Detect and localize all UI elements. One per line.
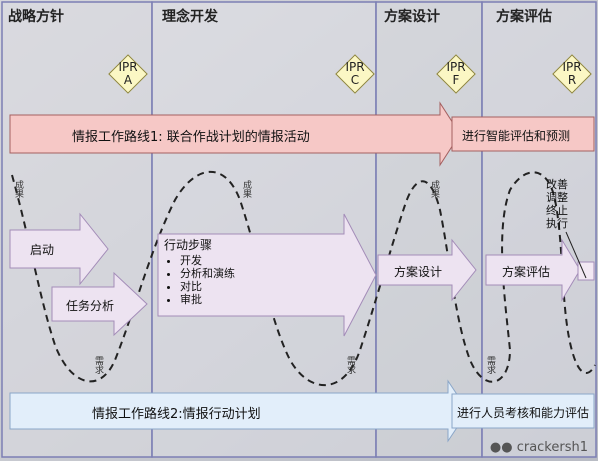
task-arrow xyxy=(51,271,148,337)
eval-end-box xyxy=(577,261,595,281)
action-items-list: 开发 分析和演练 对比 审批 xyxy=(164,254,235,306)
phase-title-concept: 理念开发 xyxy=(162,9,218,25)
action-item: 开发 xyxy=(180,254,235,267)
eval-actions: 改善 调整 终止 执行 xyxy=(546,178,586,230)
start-label: 启动 xyxy=(30,243,55,257)
line1-end-box xyxy=(451,116,595,152)
phase-title-eval: 方案评估 xyxy=(496,9,552,25)
line2-end-label: 进行人员考核和能力评估 xyxy=(457,406,590,420)
action-item: 对比 xyxy=(180,280,235,293)
ipr-marker-f: IPR F xyxy=(436,54,476,94)
action-steps: 行动步骤 开发 分析和演练 对比 审批 xyxy=(164,238,235,307)
phase-title-strategy: 战略方针 xyxy=(8,9,64,25)
decision-pointer xyxy=(565,231,587,279)
design-arrow xyxy=(377,238,477,302)
wechat-icon: ●● xyxy=(489,440,513,455)
wave-label-result: 成果 xyxy=(241,180,251,198)
wave-label-result: 成果 xyxy=(13,180,23,198)
start-arrow xyxy=(9,212,109,286)
eval-action-improve: 改善 xyxy=(546,178,568,191)
wave-label-result: 成果 xyxy=(429,180,439,198)
action-item: 审批 xyxy=(180,293,235,306)
line1-end-label: 进行智能评估和预测 xyxy=(462,129,571,143)
ipr-marker-a: IPR A xyxy=(108,54,148,94)
ipr-marker-c: IPR C xyxy=(335,54,375,94)
action-arrow xyxy=(157,213,377,337)
ipr-marker-r: IPR R xyxy=(552,54,592,94)
eval-label: 方案评估 xyxy=(502,265,551,279)
eval-action-execute: 执行 xyxy=(546,217,568,230)
task-label: 任务分析 xyxy=(66,299,115,313)
action-label: 行动步骤 xyxy=(164,238,213,252)
design-label: 方案设计 xyxy=(394,265,443,279)
dashed-wave xyxy=(11,170,596,386)
wave-label-demand: 需求 xyxy=(93,356,103,374)
phase-title-design: 方案设计 xyxy=(384,9,440,25)
line1-arrow xyxy=(9,101,461,167)
line2-end-box xyxy=(451,393,595,429)
eval-action-adjust: 调整 xyxy=(546,191,568,204)
watermark: ●● crackersh1 xyxy=(489,440,588,455)
wave-label-demand: 需求 xyxy=(485,356,495,374)
action-item: 分析和演练 xyxy=(180,267,235,280)
wave-label-demand: 需求 xyxy=(345,356,355,374)
line1-label: 情报工作路线1: 联合作战计划的情报活动 xyxy=(72,130,310,145)
eval-arrow xyxy=(485,238,581,302)
line2-label: 情报工作路线2:情报行动计划 xyxy=(92,407,261,422)
eval-action-terminate: 终止 xyxy=(546,204,568,217)
